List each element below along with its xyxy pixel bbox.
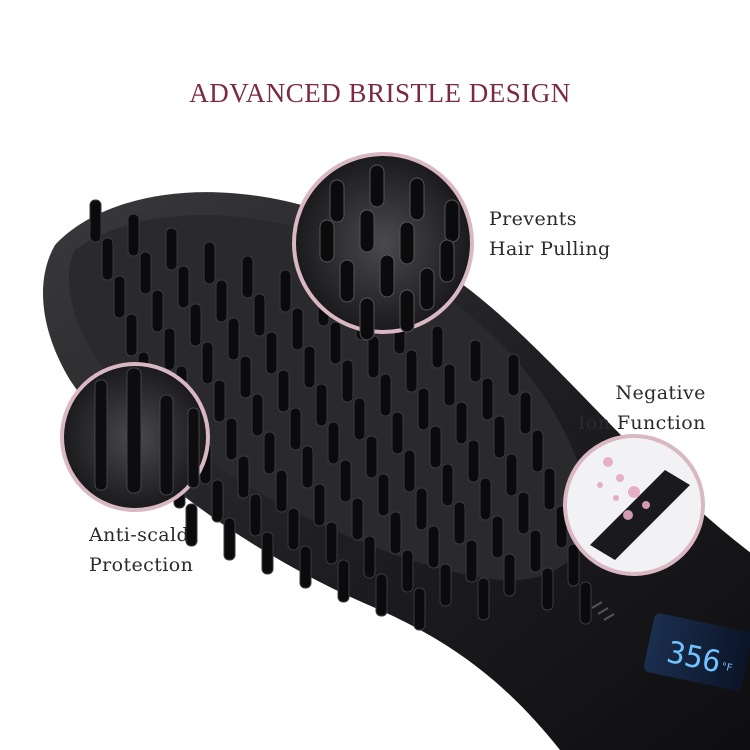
callout-line: Prevents — [489, 208, 577, 230]
bristle-grid — [89, 199, 592, 631]
lcd-unit: °F — [720, 661, 733, 674]
page-title: ADVANCED BRISTLE DESIGN — [189, 78, 571, 108]
callout-line: Hair Pulling — [489, 238, 611, 260]
handle-marks — [591, 601, 615, 621]
lcd-screen — [643, 613, 750, 691]
callout-prevents-pulling: Prevents Hair Pulling — [489, 204, 611, 264]
zoom-circle-prevents-pulling — [292, 152, 474, 341]
zoom-circle-anti-scald — [60, 362, 210, 512]
callout-line: Anti-scald — [89, 524, 190, 546]
zoom-circle-negative-ion — [563, 434, 705, 576]
callout-line: Protection — [89, 554, 194, 576]
callout-line: Ion Function — [578, 412, 706, 434]
callout-anti-scald: Anti-scald Protection — [89, 520, 193, 580]
callout-negative-ion: Negative Ion Function — [578, 378, 706, 438]
callout-line: Negative — [615, 382, 706, 404]
